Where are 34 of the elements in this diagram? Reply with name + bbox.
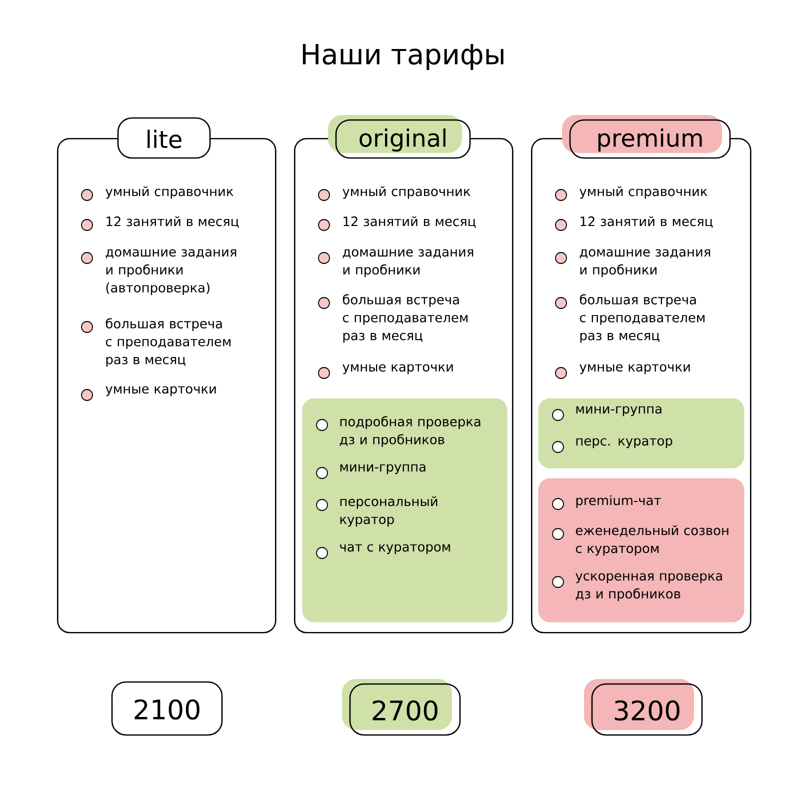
list-item: персональный куратор <box>340 496 438 527</box>
list-item: 12 занятий в месяц <box>344 216 476 228</box>
feature-panel <box>538 398 744 468</box>
list-item: умные карточки <box>106 386 216 396</box>
plan-tag: premium <box>562 115 731 159</box>
list-item: умные карточки <box>580 364 690 374</box>
title: Наши тарифы <box>302 44 504 70</box>
list-item: умные карточки <box>342 364 453 374</box>
list-item: premium-чат <box>576 495 661 508</box>
list-item: ускоренная проверка дз и пробников <box>576 573 722 602</box>
list-item: умный справочник <box>106 186 234 199</box>
price-box: 3200 <box>584 679 703 736</box>
list-item: мини-группа <box>576 406 662 416</box>
list-item: умный справочник <box>580 186 708 199</box>
list-item: мини-группа <box>340 464 426 474</box>
list-item: умный справочник <box>342 186 470 199</box>
plan-tag: original <box>328 115 471 159</box>
list-item: домашние задания и пробники <box>342 249 474 278</box>
feature-panel <box>538 478 744 622</box>
list-item: домашние задания и пробники (автопроверка) <box>106 249 236 295</box>
list-item: 12 занятий в месяц <box>106 216 239 228</box>
price-box: 2700 <box>342 679 461 736</box>
list-item: большая встреча с преподавателем раз в месяц <box>342 294 468 343</box>
list-item: большая встреча с преподавателем раз в месяц <box>106 318 230 367</box>
list-item: чат с куратором <box>340 544 450 554</box>
list-item: перс. куратор <box>576 438 672 448</box>
list-item: еженедельный созвон с куратором <box>576 525 728 556</box>
list-item: подробная проверка дз и пробников <box>340 416 480 447</box>
list-item: большая встреча с преподавателем раз в месяц <box>580 294 704 343</box>
list-item: 12 занятий в месяц <box>580 216 713 228</box>
price-box: 2100 <box>111 681 223 736</box>
feature-panel <box>302 398 508 622</box>
plan-tag: lite <box>117 117 211 159</box>
list-item: домашние задания и пробники <box>580 249 710 278</box>
